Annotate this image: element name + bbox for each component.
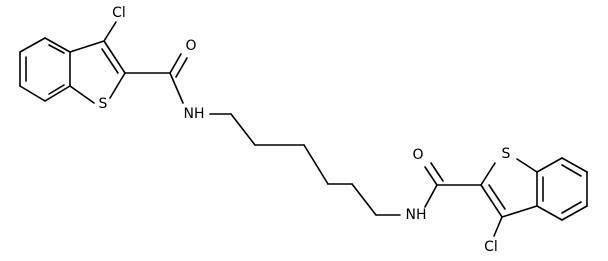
- double-bond-inner: [101, 48, 119, 74]
- double-bond-inner: [48, 84, 65, 95]
- bond: [536, 157, 563, 173]
- left-benzothiophene: [19, 21, 126, 104]
- bond: [69, 85, 95, 104]
- bond: [303, 144, 329, 185]
- bond: [561, 205, 588, 221]
- left-amide: [124, 53, 188, 104]
- bond: [169, 72, 184, 104]
- bond: [480, 184, 503, 218]
- right-amide: [424, 162, 482, 208]
- double-bond-inner: [175, 57, 188, 78]
- bond: [424, 184, 438, 208]
- oxygen-label: O: [185, 38, 196, 54]
- sulfur-label: S: [99, 96, 108, 112]
- chlorine-label: Cl: [112, 5, 126, 21]
- bond: [103, 21, 117, 42]
- bond: [44, 37, 71, 53]
- chlorine-label: Cl: [484, 239, 498, 255]
- atom-labels: Cl S O NH NH O S Cl: [99, 5, 511, 255]
- bond: [44, 85, 71, 102]
- hexyl-chain: [209, 113, 401, 216]
- double-bond-inner: [488, 184, 506, 210]
- bond: [69, 40, 105, 53]
- amine-nh-label: NH: [406, 207, 427, 223]
- bond: [561, 157, 588, 173]
- sulfur-label: S: [502, 146, 511, 162]
- bond: [19, 37, 46, 53]
- bond: [103, 40, 126, 74]
- bond: [501, 205, 538, 218]
- bond: [109, 72, 126, 99]
- right-benzothiophene: [480, 157, 588, 237]
- bond: [169, 53, 182, 74]
- bond: [536, 205, 563, 221]
- bond: [230, 113, 256, 146]
- bond: [424, 166, 438, 186]
- bond: [351, 183, 377, 216]
- bond: [516, 158, 538, 173]
- bond: [493, 216, 503, 237]
- double-bond-inner: [430, 162, 444, 182]
- double-bond-inner: [48, 44, 65, 54]
- oxygen-label: O: [412, 147, 423, 163]
- double-bond-inner: [561, 201, 582, 214]
- bond: [480, 162, 496, 186]
- bond: [19, 85, 46, 102]
- amine-nh-label: NH: [184, 106, 205, 122]
- double-bond-inner: [561, 164, 582, 177]
